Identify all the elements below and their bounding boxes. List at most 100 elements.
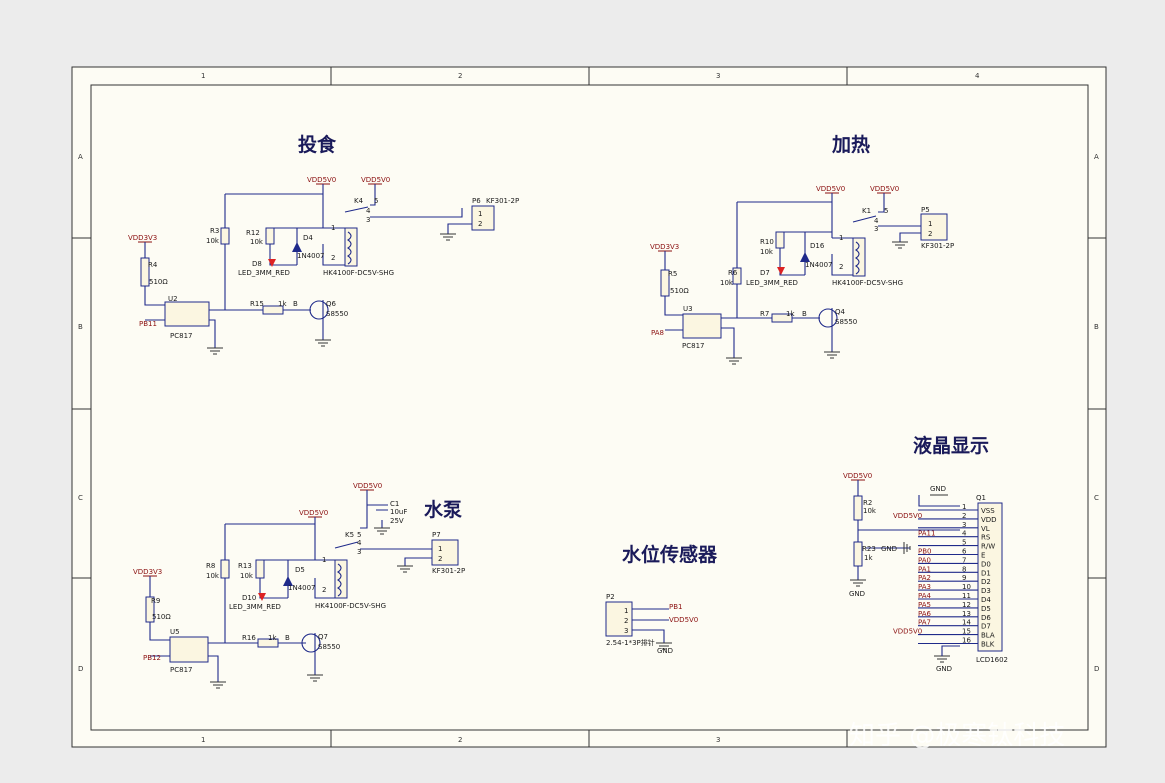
svg-text:PC817: PC817 (170, 332, 192, 340)
lcd-pin-number: 13 (962, 610, 971, 618)
resistor-r3 (220, 227, 230, 245)
lcd-pin-name: D4 (981, 596, 991, 604)
section-title: 水位传感器 (622, 543, 718, 566)
resistor-r8 (220, 559, 230, 579)
lcd-net-label: PA2 (918, 574, 931, 582)
lcd-pin-number: 10 (962, 583, 971, 591)
svg-text:GND: GND (849, 590, 865, 598)
resistor-r15 (262, 305, 284, 315)
svg-text:1k: 1k (864, 554, 873, 562)
svg-text:HK4100F-DC5V-SHG: HK4100F-DC5V-SHG (315, 602, 386, 610)
section-water-sensor: 水位传感器 P2 2.54-1*3P排针 1 2 3 PB1 VDD5V0 GN… (605, 543, 718, 655)
power-label: VDD5V0 (843, 472, 872, 480)
row-label-right: D (1094, 665, 1099, 673)
svg-text:PC817: PC817 (682, 342, 704, 350)
svg-text:10k: 10k (240, 572, 254, 580)
section-feed: 投食 VDD5V0 VDD5V0 VDD3V3 R3 10k R12 10k R… (128, 133, 519, 355)
svg-text:P5: P5 (921, 206, 930, 214)
lcd-pin-number: 6 (962, 548, 967, 556)
svg-text:1: 1 (928, 220, 932, 228)
svg-text:GND: GND (936, 665, 952, 673)
lcd-pin-name: BLA (981, 632, 995, 640)
svg-text:25V: 25V (390, 517, 404, 525)
svg-text:P7: P7 (432, 531, 441, 539)
svg-text:5: 5 (357, 531, 361, 539)
header-p2 (605, 601, 633, 637)
svg-text:10k: 10k (863, 507, 877, 515)
power-label: VDD5V0 (361, 176, 390, 184)
svg-text:2: 2 (839, 263, 843, 271)
svg-text:R12: R12 (246, 229, 260, 237)
svg-text:R16: R16 (242, 634, 256, 642)
transistor-q4 (818, 308, 838, 328)
svg-text:KF301-2P: KF301-2P (921, 242, 954, 250)
col-label-bottom: 3 (716, 736, 720, 744)
svg-text:R3: R3 (210, 227, 219, 235)
lcd-pin-number: 1 (962, 503, 966, 511)
led-d7 (777, 267, 785, 275)
svg-text:1k: 1k (268, 634, 277, 642)
svg-text:R5: R5 (668, 270, 677, 278)
svg-text:R4: R4 (148, 261, 158, 269)
lcd-pin-name: D0 (981, 560, 991, 568)
row-label-right: A (1094, 153, 1099, 161)
svg-text:10k: 10k (760, 248, 774, 256)
power-label: VDD5V0 (353, 482, 382, 490)
col-label-top: 2 (458, 72, 462, 80)
terminal-p6 (471, 205, 495, 231)
svg-text:3: 3 (624, 627, 628, 635)
section-heat: 加热 VDD5V0 VDD5V0 VDD3V3 R6 10k R10 10k R… (650, 133, 954, 365)
svg-text:D7: D7 (760, 269, 770, 277)
lcd-pin-number: 8 (962, 565, 966, 573)
svg-text:D16: D16 (810, 242, 825, 250)
svg-text:1: 1 (478, 210, 482, 218)
resistor-r10 (775, 231, 785, 249)
lcd-pin-name: VSS (981, 507, 995, 515)
section-title: 水泵 (424, 499, 462, 521)
svg-text:R9: R9 (151, 597, 160, 605)
svg-text:1: 1 (839, 234, 843, 242)
svg-text:D4: D4 (303, 234, 313, 242)
svg-text:510Ω: 510Ω (670, 287, 689, 295)
svg-text:R7: R7 (760, 310, 769, 318)
lcd-pin-name: E (981, 552, 985, 560)
svg-text:Q7: Q7 (318, 633, 328, 641)
lcd-net-label: PA3 (918, 583, 931, 591)
lcd-net-label: PA11 (918, 530, 935, 538)
svg-text:2: 2 (438, 555, 442, 563)
led-d8 (268, 259, 276, 267)
svg-text:1N4007: 1N4007 (288, 584, 316, 592)
lcd-pin-name: VDD (981, 516, 997, 524)
resistor-r2 (853, 495, 863, 521)
svg-text:R2: R2 (863, 499, 872, 507)
lcd-pin-name: VL (981, 525, 990, 533)
diode-d16 (800, 252, 810, 262)
power-label: VDD5V0 (299, 509, 328, 517)
lcd-pin-number: 11 (962, 592, 971, 600)
svg-text:510Ω: 510Ω (152, 613, 171, 621)
svg-text:10uF: 10uF (390, 508, 407, 516)
svg-text:K5: K5 (345, 531, 354, 539)
optocoupler-u3 (682, 313, 722, 339)
resistor-r7 (771, 313, 793, 323)
svg-text:HK4100F-DC5V-SHG: HK4100F-DC5V-SHG (323, 269, 394, 277)
lcd-net-label: PA6 (918, 610, 932, 618)
net-label: PB11 (139, 320, 157, 328)
svg-text:Q4: Q4 (835, 308, 846, 316)
svg-text:2: 2 (928, 230, 932, 238)
svg-text:10k: 10k (206, 572, 220, 580)
lcd-pin-number: 3 (962, 521, 966, 529)
lcd-pin-number: 4 (962, 530, 967, 538)
lcd-pin-name: D5 (981, 605, 991, 613)
svg-text:LED_3MM_RED: LED_3MM_RED (746, 279, 798, 287)
svg-text:5: 5 (884, 207, 888, 215)
svg-text:2.54-1*3P排针: 2.54-1*3P排针 (606, 638, 655, 647)
resistor-r16 (257, 638, 279, 648)
svg-text:HK4100F-DC5V-SHG: HK4100F-DC5V-SHG (832, 279, 903, 287)
svg-text:5: 5 (374, 197, 378, 205)
lcd-net-label: VDD5V0 (893, 628, 922, 636)
lcd-pin-name: R/W (981, 543, 995, 551)
led-d10 (258, 593, 266, 601)
svg-text:U2: U2 (168, 295, 178, 303)
